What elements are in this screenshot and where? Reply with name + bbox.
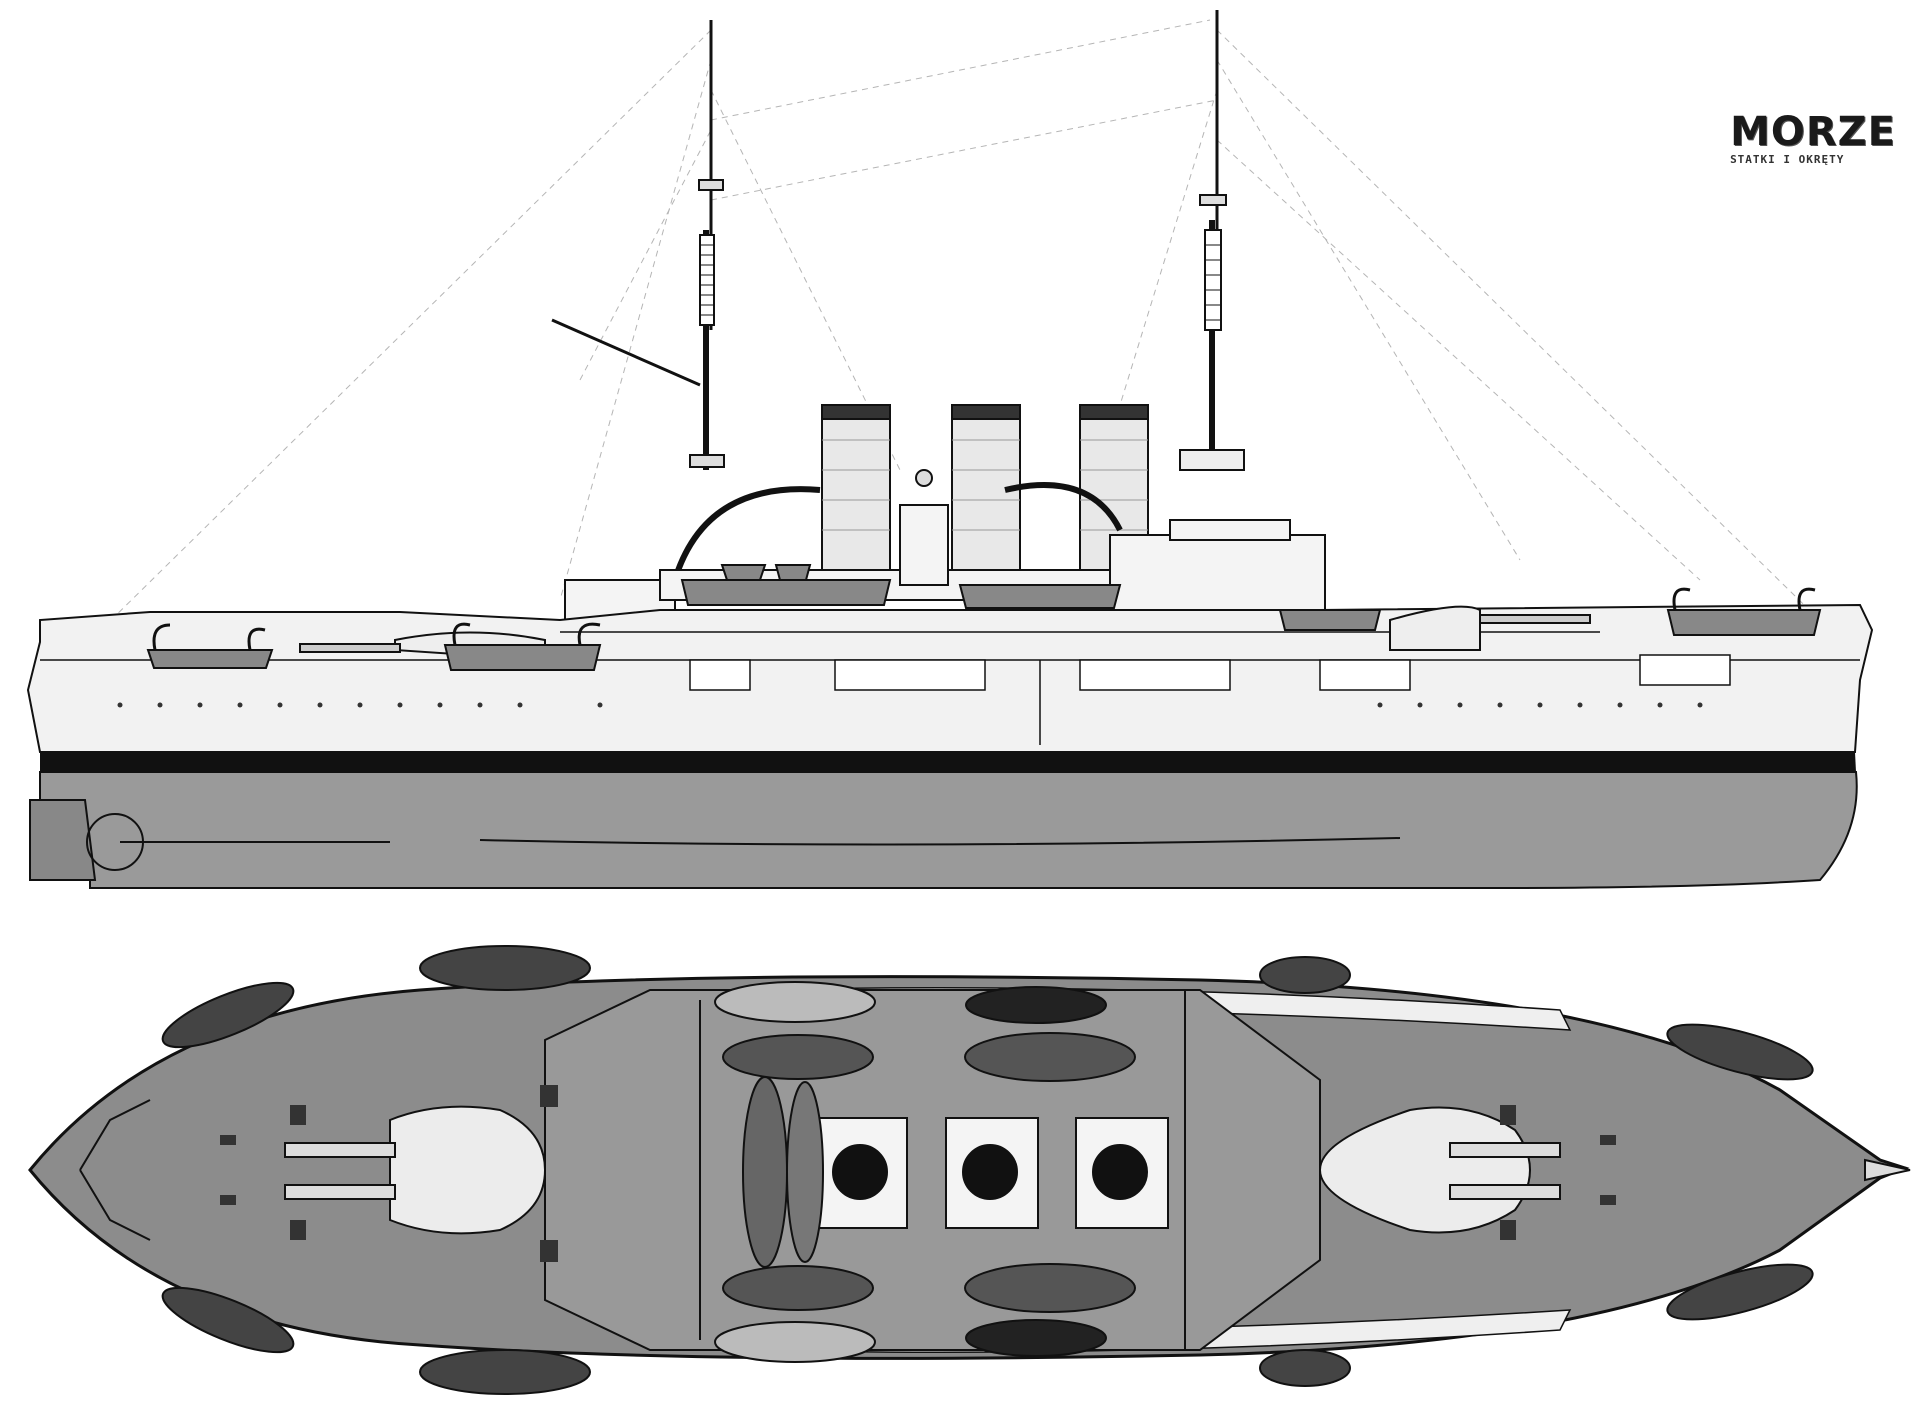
main-mast: [1179, 10, 1245, 471]
aft-turret-plan: [284, 1105, 547, 1235]
boats-profile: [146, 564, 1822, 671]
boat-cranes: [669, 482, 1123, 591]
logo-title: MORZE: [1730, 109, 1896, 155]
main-turrets-profile: [299, 605, 1591, 662]
casemates: [689, 654, 1731, 691]
logo-subtitle: STATKI I OKRĘTY: [1730, 153, 1845, 166]
rudder-and-props: [29, 799, 1401, 881]
central-superstructure: [544, 989, 1321, 1351]
deck-hatches: [220, 1085, 1616, 1262]
fore-mast: [551, 20, 725, 470]
boot-topping: [40, 752, 1856, 772]
hull-underwater: [39, 771, 1858, 889]
davits: [152, 587, 1816, 651]
outboard-boats: [161, 945, 1814, 1395]
funnel-tops: [814, 1117, 1169, 1229]
deck-boats: [714, 981, 1136, 1363]
funnel-bands: [822, 439, 1148, 531]
breakwaters: [79, 990, 1186, 1350]
portholes: [117, 702, 1703, 708]
bow-fitting: [1864, 1158, 1911, 1182]
publisher-logo: MORZE STATKI I OKRĘTY: [1730, 112, 1896, 166]
